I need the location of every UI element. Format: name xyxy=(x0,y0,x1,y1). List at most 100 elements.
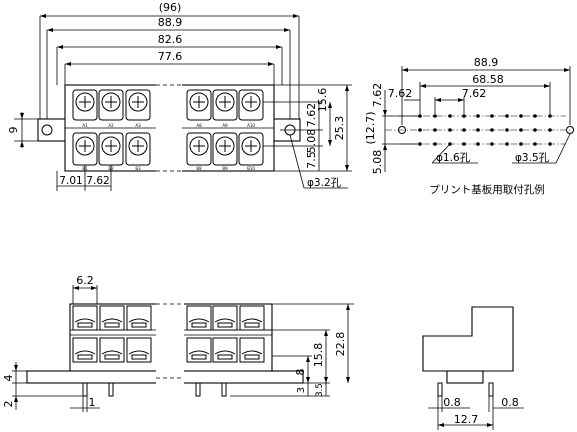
pcb-pin-holes xyxy=(418,114,552,146)
pcb-caption: プリント基板用取付孔例 xyxy=(429,183,545,196)
pcb-mount-hole xyxy=(566,126,574,134)
dim-terminal-pitch: 7.62 xyxy=(85,175,111,187)
dim-hole-offset-bottom-label: 7.5 xyxy=(305,151,318,169)
dim-body-height: 25.3 xyxy=(333,85,349,171)
dim-side-pin-spacing: 12.7 xyxy=(438,413,493,427)
terminal-label: A10 xyxy=(247,123,255,128)
dim-pcb-mount-pitch-label: 88.9 xyxy=(474,56,499,69)
dim-left-margin-label: 7.01 xyxy=(59,175,82,187)
dim-front-pin-length-label: 2 xyxy=(2,401,15,408)
terminal: B10 xyxy=(238,132,264,171)
dim-hole-offset-bottom: 7.5 xyxy=(305,146,320,171)
dim-pcb-pitch-vertical-label: 7.62 xyxy=(371,83,384,108)
dim-front-total-height-label: 22.8 xyxy=(334,332,347,357)
terminal: B3 xyxy=(125,132,151,171)
hole-callout: φ3.2孔 xyxy=(289,134,348,189)
dim-pcb-pitch-b: 7.62 xyxy=(435,87,486,102)
dim-pcb-offset-bottom: 5.08 xyxy=(371,144,387,174)
dim-pcb-offset-bottom-label: 5.08 xyxy=(371,150,384,175)
side-base xyxy=(446,370,484,384)
dim-left-height: 9 xyxy=(7,112,38,148)
terminal-label: B8 xyxy=(196,166,202,171)
dim-body-width-label: 82.6 xyxy=(158,33,183,46)
dim-front-base-step: 4 xyxy=(2,362,18,383)
side-body xyxy=(422,306,514,372)
dim-front-pin-bottom: 3 xyxy=(296,383,309,396)
dim-pcb-pitch-b-label: 7.62 xyxy=(462,87,487,100)
terminal-label: A1 xyxy=(82,123,88,128)
pcb-pin-hole-callout: φ1.6孔 xyxy=(431,143,478,164)
terminal-label: A9 xyxy=(222,123,228,128)
dim-front-pin-width: 1 xyxy=(70,396,100,412)
dim-front-pitch-label: 6.2 xyxy=(76,274,94,287)
dim-overall-ref: (96) xyxy=(40,1,299,18)
dim-body-height-label: 25.3 xyxy=(333,116,346,141)
dim-front-pin-to-top: 8 xyxy=(294,356,310,383)
terminal-label: B3 xyxy=(135,166,141,171)
top-view: (96) 88.9 82.6 77.6 xyxy=(7,1,352,191)
dim-front-pin-width-label: 1 xyxy=(89,396,96,409)
dim-inner-width-label: 77.6 xyxy=(158,50,183,63)
front-pins xyxy=(82,382,227,397)
dim-pcb-pitch-a-label: 7.62 xyxy=(388,87,413,100)
terminal: B9 xyxy=(212,132,238,171)
dim-front-mid-height-label: 15.8 xyxy=(312,343,325,368)
terminal: B8 xyxy=(186,132,212,171)
dim-side-left-offset: 0.8 xyxy=(428,396,470,409)
dim-pcb-pitch-vertical: 7.62 xyxy=(371,83,387,116)
front-view: 6.2 xyxy=(2,274,354,412)
dim-mount-pitch: 88.9 xyxy=(47,16,290,32)
dim-pcb-height-ref-label: (12.7) xyxy=(364,111,377,144)
dim-hole-offset-top-label: 5.08 xyxy=(305,129,318,154)
terminal-label: A3 xyxy=(135,123,141,128)
side-pins xyxy=(437,382,494,397)
terminal-label: B10 xyxy=(247,166,255,171)
terminal: A10 xyxy=(238,89,264,128)
side-view: 0.8 0.8 12.7 xyxy=(422,306,524,430)
dim-front-base-step-label: 4 xyxy=(2,375,15,382)
dim-front-mid-height: 15.8 xyxy=(312,330,328,383)
terminal: A8 xyxy=(186,89,212,128)
dim-terminal-pitch-label: 7.62 xyxy=(86,175,109,187)
terminal: A9 xyxy=(212,89,238,128)
terminal-label: B9 xyxy=(222,166,228,171)
pcb-mount-hole xyxy=(398,126,406,134)
dim-front-pitch: 6.2 xyxy=(73,274,97,290)
dim-left-margin: 7.01 xyxy=(57,175,85,187)
dim-pcb-pin-span: 68.58 xyxy=(420,73,550,88)
terminal-label: A2 xyxy=(108,123,114,128)
dim-front-pin-bottom-label: 3 xyxy=(296,387,307,393)
terminal-row-bottom: B1 B2 B3 B8 xyxy=(72,132,264,171)
dim-side-right-offset: 0.8 xyxy=(493,396,524,409)
dim-pcb-pin-span-label: 68.58 xyxy=(472,73,504,86)
dim-row-pitch: 15.6 xyxy=(316,88,332,146)
dim-side-right-offset-label: 0.8 xyxy=(501,396,519,409)
dim-front-pin-length: 2 xyxy=(2,383,18,410)
dim-front-pin-to-top-label: 8 xyxy=(294,369,307,376)
dim-left-height-label: 9 xyxy=(7,127,20,134)
hole-callout-label: φ3.2孔 xyxy=(307,176,342,189)
dim-hole-offset-top: 5.08 xyxy=(305,129,320,154)
terminal-row-top: A1 A2 A3 A8 xyxy=(72,89,264,128)
dim-terminal-pitch-r-label: 7.62 xyxy=(305,103,318,128)
dim-inner-width: 77.6 xyxy=(65,50,274,66)
dim-front-pin-protrude-label: 3.5 xyxy=(315,383,325,397)
dim-front-pin-protrude: 3.5 xyxy=(315,383,327,397)
front-terminals xyxy=(72,305,265,363)
terminal: A1 xyxy=(72,89,98,128)
dim-pcb-height-ref: (12.7) xyxy=(364,111,386,145)
dim-body-width: 82.6 xyxy=(57,33,282,49)
dim-pcb-pitch-a: 7.62 xyxy=(388,87,420,101)
dim-pcb-mount-pitch: 88.9 xyxy=(402,56,570,72)
terminal: A2 xyxy=(98,89,124,128)
dim-side-pin-spacing-label: 12.7 xyxy=(454,413,479,426)
mount-hole-left xyxy=(41,124,53,136)
terminal: A3 xyxy=(125,89,151,128)
pcb-pin-hole-callout-label: φ1.6孔 xyxy=(436,151,471,164)
pcb-mount-hole-callout-label: φ3.5孔 xyxy=(515,151,550,164)
dim-front-total-height: 22.8 xyxy=(334,304,350,383)
dim-mount-pitch-label: 88.9 xyxy=(158,16,183,29)
dim-side-left-offset-label: 0.8 xyxy=(443,396,461,409)
pcb-hole-view: 88.9 68.58 7.62 7.62 xyxy=(364,56,574,196)
